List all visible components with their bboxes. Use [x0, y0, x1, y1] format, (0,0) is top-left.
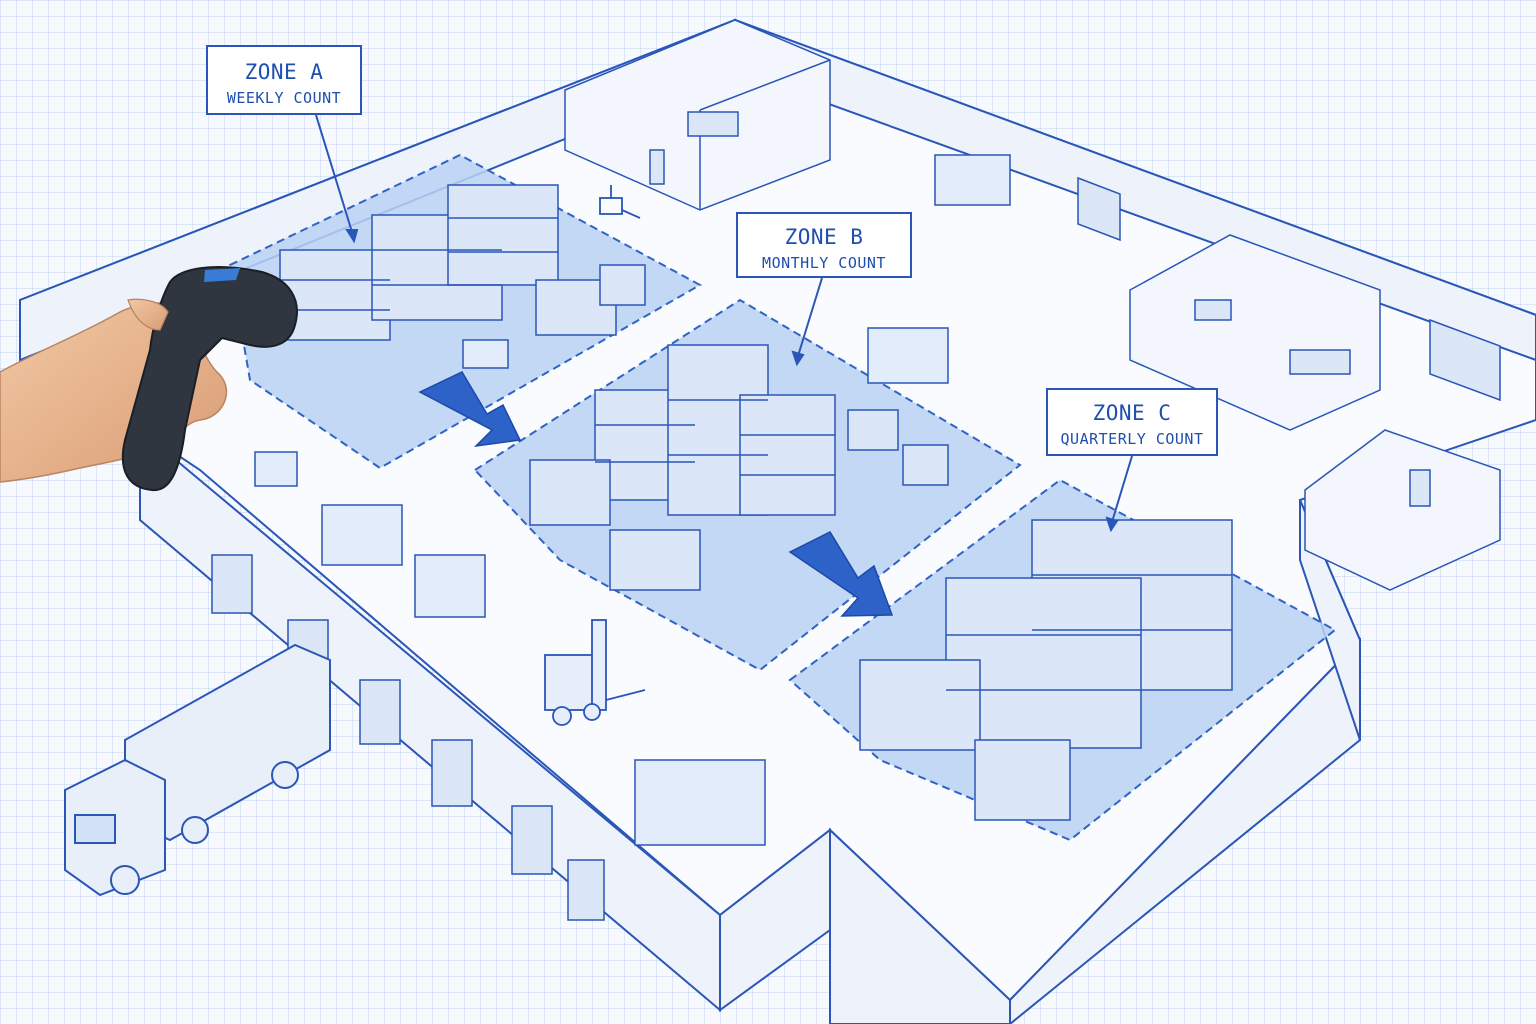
zone-b-title: ZONE B	[784, 225, 864, 249]
zone-b-frequency: MONTHLY COUNT	[762, 254, 886, 272]
flow-arrow-icon	[788, 531, 894, 617]
barcode-scanner-icon	[121, 266, 298, 492]
office-room-top	[564, 19, 831, 211]
zone-a-title: ZONE A	[244, 60, 324, 84]
pallet-jack-icon	[599, 185, 641, 219]
zone-c-racks	[859, 519, 1233, 821]
zone-a-racks	[279, 184, 646, 341]
zone-a-callout: ZONE A WEEKLY COUNT	[206, 45, 362, 115]
truck-icon	[64, 643, 331, 897]
zone-c-title: ZONE C	[1092, 401, 1172, 425]
office-room-lower-right	[1304, 429, 1501, 591]
zone-c-callout: ZONE C QUARTERLY COUNT	[1046, 388, 1218, 456]
zone-c-frequency: QUARTERLY COUNT	[1060, 430, 1204, 448]
zone-b-racks	[529, 344, 949, 591]
zone-b-callout: ZONE B MONTHLY COUNT	[736, 212, 912, 278]
callout-leaders	[315, 114, 1133, 533]
zone-a-frequency: WEEKLY COUNT	[226, 89, 342, 107]
back-roller-doors	[1077, 176, 1501, 402]
forklift-icon	[544, 619, 646, 726]
floor-pallets	[254, 154, 1011, 846]
office-room-right	[1129, 234, 1381, 431]
flow-arrow-icon	[418, 371, 522, 448]
